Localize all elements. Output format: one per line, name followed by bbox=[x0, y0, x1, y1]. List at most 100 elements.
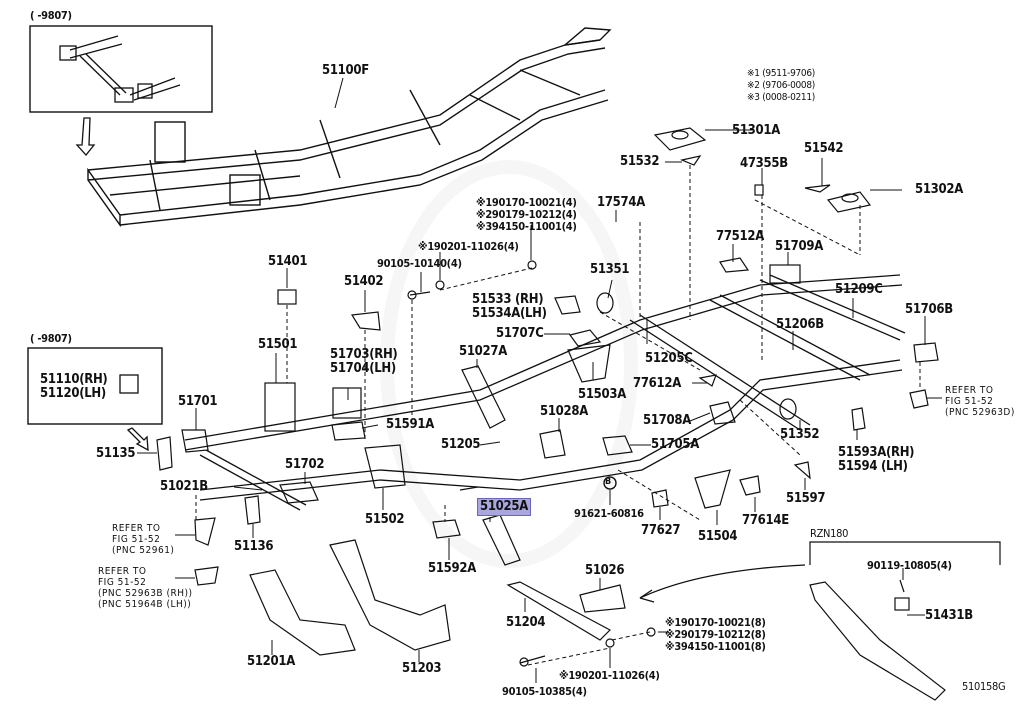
part-label-51431B[interactable]: 51431B bbox=[925, 608, 973, 623]
part-label-51542[interactable]: 51542 bbox=[804, 141, 844, 156]
part-label-51504[interactable]: 51504 bbox=[698, 529, 738, 544]
part-label-51503A[interactable]: 51503A bbox=[578, 387, 626, 402]
date-range-notes: ※1 (9511-9706) ※2 (9706-0008) ※3 (0008-0… bbox=[747, 68, 815, 104]
rzn-caption: RZN180 bbox=[810, 527, 849, 540]
part-label-90105-10140[interactable]: 90105-10140(4) bbox=[377, 257, 462, 270]
part-label-51592A[interactable]: 51592A bbox=[428, 561, 476, 576]
part-label-51593A[interactable]: 51593A(RH) bbox=[838, 445, 915, 460]
refer-note-left1-line1: REFER TO bbox=[112, 523, 161, 534]
part-label-51120[interactable]: 51120(LH) bbox=[40, 386, 106, 401]
refer-note-left2: REFER TO FIG 51-52 (PNC 52963B (RH)) (PN… bbox=[98, 566, 193, 610]
refer-note-left2-line3: (PNC 52963B (RH)) bbox=[98, 588, 193, 599]
part-label-51209C[interactable]: 51209C bbox=[835, 282, 883, 297]
part-label-51533[interactable]: 51533 (RH) bbox=[472, 292, 544, 307]
refer-note-left1: REFER TO FIG 51-52 (PNC 52961) bbox=[112, 523, 174, 556]
part-label-51706B[interactable]: 51706B bbox=[905, 302, 953, 317]
part-label-90201-11026-bottom[interactable]: ※190201-11026(4) bbox=[559, 669, 660, 682]
lower-frame-drawing bbox=[184, 274, 906, 511]
part-label-51707C[interactable]: 51707C bbox=[496, 326, 544, 341]
part-label-51708A[interactable]: 51708A bbox=[643, 413, 691, 428]
part-label-51701[interactable]: 51701 bbox=[178, 394, 218, 409]
part-label-51593A-51594: 51593A(RH) 51594 (LH) bbox=[838, 445, 915, 474]
refer-note-left1-line2[interactable]: FIG 51-52 bbox=[112, 534, 161, 545]
refer-note-left2-line1: REFER TO bbox=[98, 566, 147, 577]
part-label-51501[interactable]: 51501 bbox=[258, 337, 298, 352]
arrow-curved-icon bbox=[639, 564, 806, 599]
part-label-51402[interactable]: 51402 bbox=[344, 274, 384, 289]
arrow-diagonal-icon bbox=[126, 427, 149, 452]
inset-left-caption: ( -9807) bbox=[30, 332, 72, 345]
fastener-90170-10021-4[interactable]: ※190170-10021(4) bbox=[476, 196, 577, 209]
dashed-lines bbox=[195, 165, 921, 666]
fastener-90179-10212-4[interactable]: ※290179-10212(4) bbox=[476, 208, 577, 221]
part-label-51704[interactable]: 51704(LH) bbox=[330, 361, 396, 376]
part-label-51702[interactable]: 51702 bbox=[285, 457, 325, 472]
part-label-77512A[interactable]: 77512A bbox=[716, 229, 764, 244]
refer-note-right: REFER TO FIG 51-52 (PNC 52963D) bbox=[945, 385, 1015, 418]
part-label-51136[interactable]: 51136 bbox=[234, 539, 274, 554]
part-label-90201-11026-top[interactable]: ※190201-11026(4) bbox=[418, 240, 519, 253]
part-label-51021B[interactable]: 51021B bbox=[160, 479, 208, 494]
part-label-51351[interactable]: 51351 bbox=[590, 262, 630, 277]
part-label-77627[interactable]: 77627 bbox=[641, 523, 681, 538]
part-label-51027A[interactable]: 51027A bbox=[459, 344, 507, 359]
arrow-down-icon bbox=[75, 117, 96, 157]
part-label-51025A-highlighted[interactable]: 51025A bbox=[477, 498, 531, 516]
part-label-51204[interactable]: 51204 bbox=[506, 615, 546, 630]
part-label-51594[interactable]: 51594 (LH) bbox=[838, 459, 908, 474]
refer-note-right-line1: REFER TO bbox=[945, 385, 994, 396]
part-label-51028A[interactable]: 51028A bbox=[540, 404, 588, 419]
fastener-90170-10021-8[interactable]: ※190170-10021(8) bbox=[665, 616, 766, 629]
part-label-51205C[interactable]: 51205C bbox=[645, 351, 693, 366]
part-label-77614E[interactable]: 77614E bbox=[742, 513, 789, 528]
part-label-51301A[interactable]: 51301A bbox=[732, 123, 780, 138]
note-3: ※3 (0008-0211) bbox=[747, 92, 815, 103]
fastener-94150-11001-4[interactable]: ※394150-11001(4) bbox=[476, 220, 577, 233]
part-label-51201A[interactable]: 51201A bbox=[247, 654, 295, 669]
part-label-51591A[interactable]: 51591A bbox=[386, 417, 434, 432]
refer-note-left2-line4: (PNC 51964B (LH)) bbox=[98, 599, 192, 610]
part-label-51401[interactable]: 51401 bbox=[268, 254, 308, 269]
refer-note-left2-line2[interactable]: FIG 51-52 bbox=[98, 577, 147, 588]
part-label-51206B[interactable]: 51206B bbox=[776, 317, 824, 332]
part-label-51135[interactable]: 51135 bbox=[96, 446, 136, 461]
part-label-51100F[interactable]: 51100F bbox=[322, 63, 369, 78]
part-label-51205[interactable]: 51205 bbox=[441, 437, 481, 452]
part-label-51352[interactable]: 51352 bbox=[780, 427, 820, 442]
fastener-90179-10212-8[interactable]: ※290179-10212(8) bbox=[665, 628, 766, 641]
fastener-group-bottom: ※190170-10021(8) ※290179-10212(8) ※39415… bbox=[665, 617, 766, 653]
part-label-51110[interactable]: 51110(RH) bbox=[40, 372, 108, 387]
refer-note-right-line3: (PNC 52963D) bbox=[945, 407, 1015, 418]
figure-id: 510158G bbox=[962, 680, 1006, 693]
part-label-51709A[interactable]: 51709A bbox=[775, 239, 823, 254]
part-label-90119-10805[interactable]: 90119-10805(4) bbox=[867, 559, 952, 572]
part-label-90105-10385[interactable]: 90105-10385(4) bbox=[502, 685, 587, 698]
part-label-51705A[interactable]: 51705A bbox=[651, 437, 699, 452]
inset-top-caption: ( -9807) bbox=[30, 9, 72, 22]
part-label-47355B[interactable]: 47355B bbox=[740, 156, 788, 171]
part-label-51110-51120: 51110(RH) 51120(LH) bbox=[40, 372, 108, 401]
inset-top-drawing bbox=[59, 35, 181, 103]
bolt-marker-circle bbox=[603, 476, 617, 490]
part-label-51203[interactable]: 51203 bbox=[402, 661, 442, 676]
leader-lines bbox=[137, 77, 942, 683]
part-label-51026[interactable]: 51026 bbox=[585, 563, 625, 578]
fastener-94150-11001-8[interactable]: ※394150-11001(8) bbox=[665, 640, 766, 653]
rzn-bracket bbox=[809, 541, 1001, 565]
components bbox=[156, 127, 946, 701]
part-label-17574A[interactable]: 17574A bbox=[597, 195, 645, 210]
part-label-51597[interactable]: 51597 bbox=[786, 491, 826, 506]
part-label-51534A[interactable]: 51534A(LH) bbox=[472, 306, 547, 321]
inset-box-left bbox=[27, 347, 163, 425]
part-label-51502[interactable]: 51502 bbox=[365, 512, 405, 527]
part-label-51533-51534A: 51533 (RH) 51534A(LH) bbox=[472, 293, 547, 321]
part-label-77612A[interactable]: 77612A bbox=[633, 376, 681, 391]
part-label-51703[interactable]: 51703(RH) bbox=[330, 347, 398, 362]
fastener-group-top: ※190170-10021(4) ※290179-10212(4) ※39415… bbox=[476, 197, 577, 233]
refer-note-right-line2[interactable]: FIG 51-52 bbox=[945, 396, 994, 407]
part-label-91621-60816[interactable]: 91621-60816 bbox=[574, 507, 644, 520]
part-label-51302A[interactable]: 51302A bbox=[915, 182, 963, 197]
part-label-51532[interactable]: 51532 bbox=[620, 154, 660, 169]
